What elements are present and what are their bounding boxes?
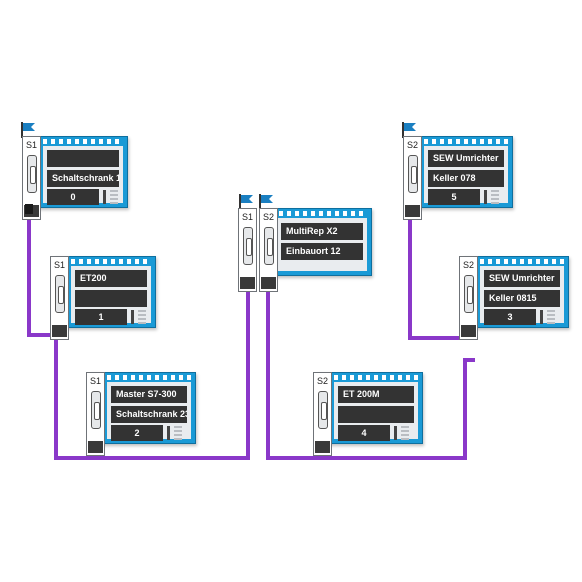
device-panel: Master S7-300 Schaltschrank 23 2 xyxy=(90,372,196,444)
module-slot[interactable]: S1 xyxy=(22,136,41,220)
bus-segment-4 xyxy=(408,210,468,340)
device-location-field[interactable]: Keller 078 xyxy=(428,170,504,187)
device-node-3[interactable]: SEW Umrichter Keller 0815 3 S2 xyxy=(457,250,572,350)
slot-label: S1 xyxy=(25,140,37,150)
address-indicator-dots xyxy=(547,310,555,324)
module-terminal xyxy=(88,441,103,453)
bus-segment-1 xyxy=(27,206,55,337)
flag-icon xyxy=(402,122,416,138)
device-name-field[interactable]: ET 200M xyxy=(338,386,414,403)
bus-address[interactable]: 2 xyxy=(111,425,163,441)
device-name-field[interactable]: SEW Umrichter xyxy=(428,150,504,167)
address-indicator-dots xyxy=(401,426,409,440)
flag-icon xyxy=(21,122,35,138)
module-terminal xyxy=(315,441,330,453)
dsub-port-icon xyxy=(318,391,328,429)
connector-pins xyxy=(43,139,123,144)
slot-label: S2 xyxy=(316,376,328,386)
module-slot[interactable]: S2 xyxy=(403,136,422,220)
bus-address[interactable]: 1 xyxy=(75,309,127,325)
dsub-port-icon xyxy=(55,275,65,313)
device-location-field[interactable]: Keller 0815 xyxy=(484,290,560,307)
module-slot[interactable]: S2 xyxy=(313,372,332,456)
bus-address[interactable]: 5 xyxy=(428,189,480,205)
connector-pins xyxy=(424,139,508,144)
module-slot-s1[interactable]: S1 xyxy=(238,208,257,292)
repeater-node[interactable]: MultiRep X2 Einbauort 12 S1 S2 xyxy=(236,192,376,292)
repeater-location-field[interactable]: Einbauort 12 xyxy=(281,243,363,260)
address-indicator-dots xyxy=(174,426,182,440)
device-location-field[interactable]: Schaltschrank 23 xyxy=(111,406,187,423)
connector-pins xyxy=(271,211,367,216)
dsub-port-icon xyxy=(91,391,101,429)
dsub-port-icon xyxy=(408,155,418,193)
dsub-port-icon xyxy=(464,275,474,313)
device-node-2[interactable]: Master S7-300 Schaltschrank 23 2 S1 xyxy=(84,366,199,466)
device-name-field[interactable]: Master S7-300 xyxy=(111,386,187,403)
slot-label: S1 xyxy=(241,212,253,222)
address-slider-bar xyxy=(103,190,106,204)
device-name-field[interactable]: ET200 xyxy=(75,270,147,287)
device-node-5[interactable]: SEW Umrichter Keller 078 5 S2 xyxy=(401,120,516,220)
repeater-panel: MultiRep X2 Einbauort 12 xyxy=(266,208,372,276)
slot-label: S1 xyxy=(53,260,65,270)
device-panel: SEW Umrichter Keller 0815 3 xyxy=(463,256,569,328)
connector-pins xyxy=(480,259,564,264)
device-location-field[interactable] xyxy=(75,290,147,307)
device-node-0[interactable]: Schaltschrank 147 0 S1 xyxy=(20,120,130,220)
slot-label: S2 xyxy=(406,140,418,150)
address-indicator-dots xyxy=(491,190,499,204)
device-node-1[interactable]: ET200 1 S1 xyxy=(48,250,158,350)
connector-pins xyxy=(107,375,191,380)
device-location-field[interactable]: Schaltschrank 147 xyxy=(47,170,119,187)
address-indicator-dots xyxy=(110,190,118,204)
module-terminal xyxy=(240,277,255,289)
module-slot[interactable]: S2 xyxy=(459,256,478,340)
device-panel: ET200 1 xyxy=(54,256,156,328)
module-slot[interactable]: S1 xyxy=(50,256,69,340)
slot-label: S2 xyxy=(462,260,474,270)
flag-icon xyxy=(239,194,253,210)
address-slider-bar xyxy=(131,310,134,324)
bus-address[interactable]: 0 xyxy=(47,189,99,205)
connector-pins xyxy=(334,375,418,380)
device-node-4[interactable]: ET 200M 4 S2 xyxy=(311,366,426,466)
repeater-name-field[interactable]: MultiRep X2 xyxy=(281,223,363,240)
dsub-port-icon xyxy=(27,155,37,193)
device-location-field[interactable] xyxy=(338,406,414,423)
device-name-field[interactable]: SEW Umrichter xyxy=(484,270,560,287)
bus-address[interactable]: 4 xyxy=(338,425,390,441)
slot-label: S2 xyxy=(262,212,274,222)
module-terminal xyxy=(261,277,276,289)
slot-label: S1 xyxy=(89,376,101,386)
dsub-port-icon xyxy=(264,227,274,265)
bus-address[interactable]: 3 xyxy=(484,309,536,325)
device-panel: Schaltschrank 147 0 xyxy=(26,136,128,208)
flag-icon xyxy=(259,194,273,210)
address-slider-bar xyxy=(540,310,543,324)
module-terminal xyxy=(405,205,420,217)
bus-segment-3 xyxy=(266,288,475,460)
module-slot[interactable]: S1 xyxy=(86,372,105,456)
device-name-field[interactable] xyxy=(47,150,119,167)
device-panel: SEW Umrichter Keller 078 5 xyxy=(407,136,513,208)
bus-plug xyxy=(25,204,33,214)
address-slider-bar xyxy=(394,426,397,440)
connector-pins xyxy=(71,259,151,264)
module-terminal xyxy=(461,325,476,337)
module-slot-s2[interactable]: S2 xyxy=(259,208,278,292)
address-slider-bar xyxy=(484,190,487,204)
address-slider-bar xyxy=(167,426,170,440)
dsub-port-icon xyxy=(243,227,253,265)
module-terminal xyxy=(52,325,67,337)
address-indicator-dots xyxy=(138,310,146,324)
device-panel: ET 200M 4 xyxy=(317,372,423,444)
